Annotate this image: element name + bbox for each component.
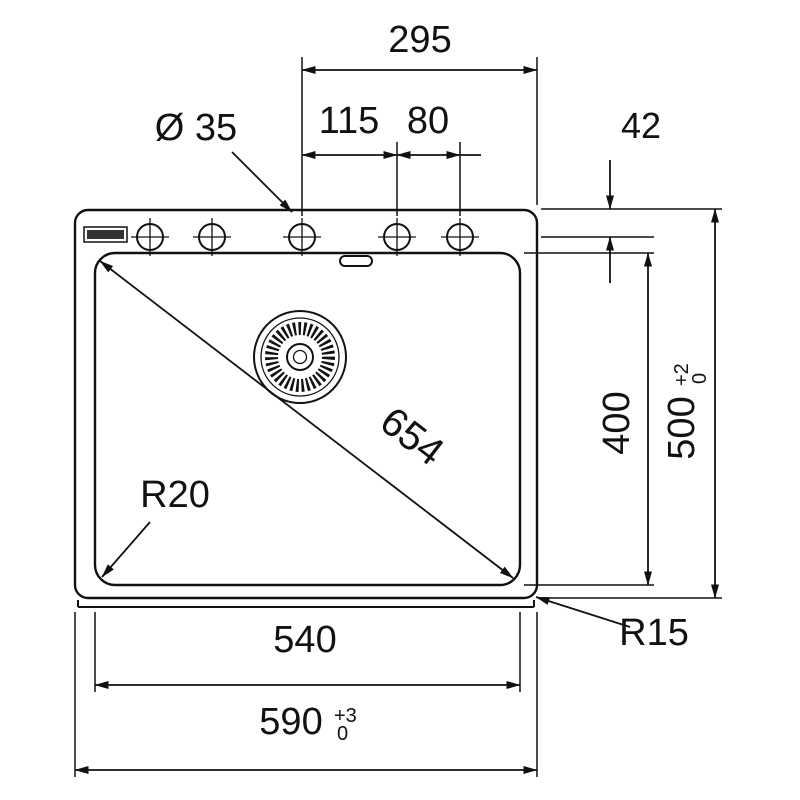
outer-radius-label: R15 [619,612,689,654]
dim-500-label: 500 [661,396,703,459]
tap-hole-4 [378,218,416,256]
brand-logo [83,226,128,243]
dim-540-label: 540 [273,619,336,661]
dim-295-label: 295 [388,19,451,61]
diagonal-label: 654 [372,399,452,475]
tap-hole-1 [131,218,169,256]
overflow-slot [339,255,373,267]
dim-590-label: 590 [259,701,322,743]
dim-500-tol-upper: +2 [671,363,693,386]
leader-outer-radius [535,596,631,628]
brand-logo-fill [87,230,124,239]
dim-500-tol-lower: 0 [689,373,711,384]
tap-hole-3 [283,218,321,256]
hole-diameter-label: Ø 35 [155,107,237,149]
bowl-outline [93,251,522,587]
inner-radius-label: R20 [140,474,210,516]
dim-590-tol-upper: +3 [334,705,357,727]
dim-115-label: 115 [319,100,380,142]
diagonal-dimension-line [99,260,514,579]
tap-hole-5 [441,218,479,256]
dim-42-label: 42 [621,105,661,146]
sink-outer-outline [73,208,539,600]
tap-hole-2 [193,218,231,256]
dim-590-tol-lower: 0 [337,723,348,745]
leader-hole-diameter [231,151,293,213]
dim-80-label: 80 [407,100,449,142]
leader-inner-radius [101,521,151,578]
dim-400-label: 400 [596,391,638,454]
